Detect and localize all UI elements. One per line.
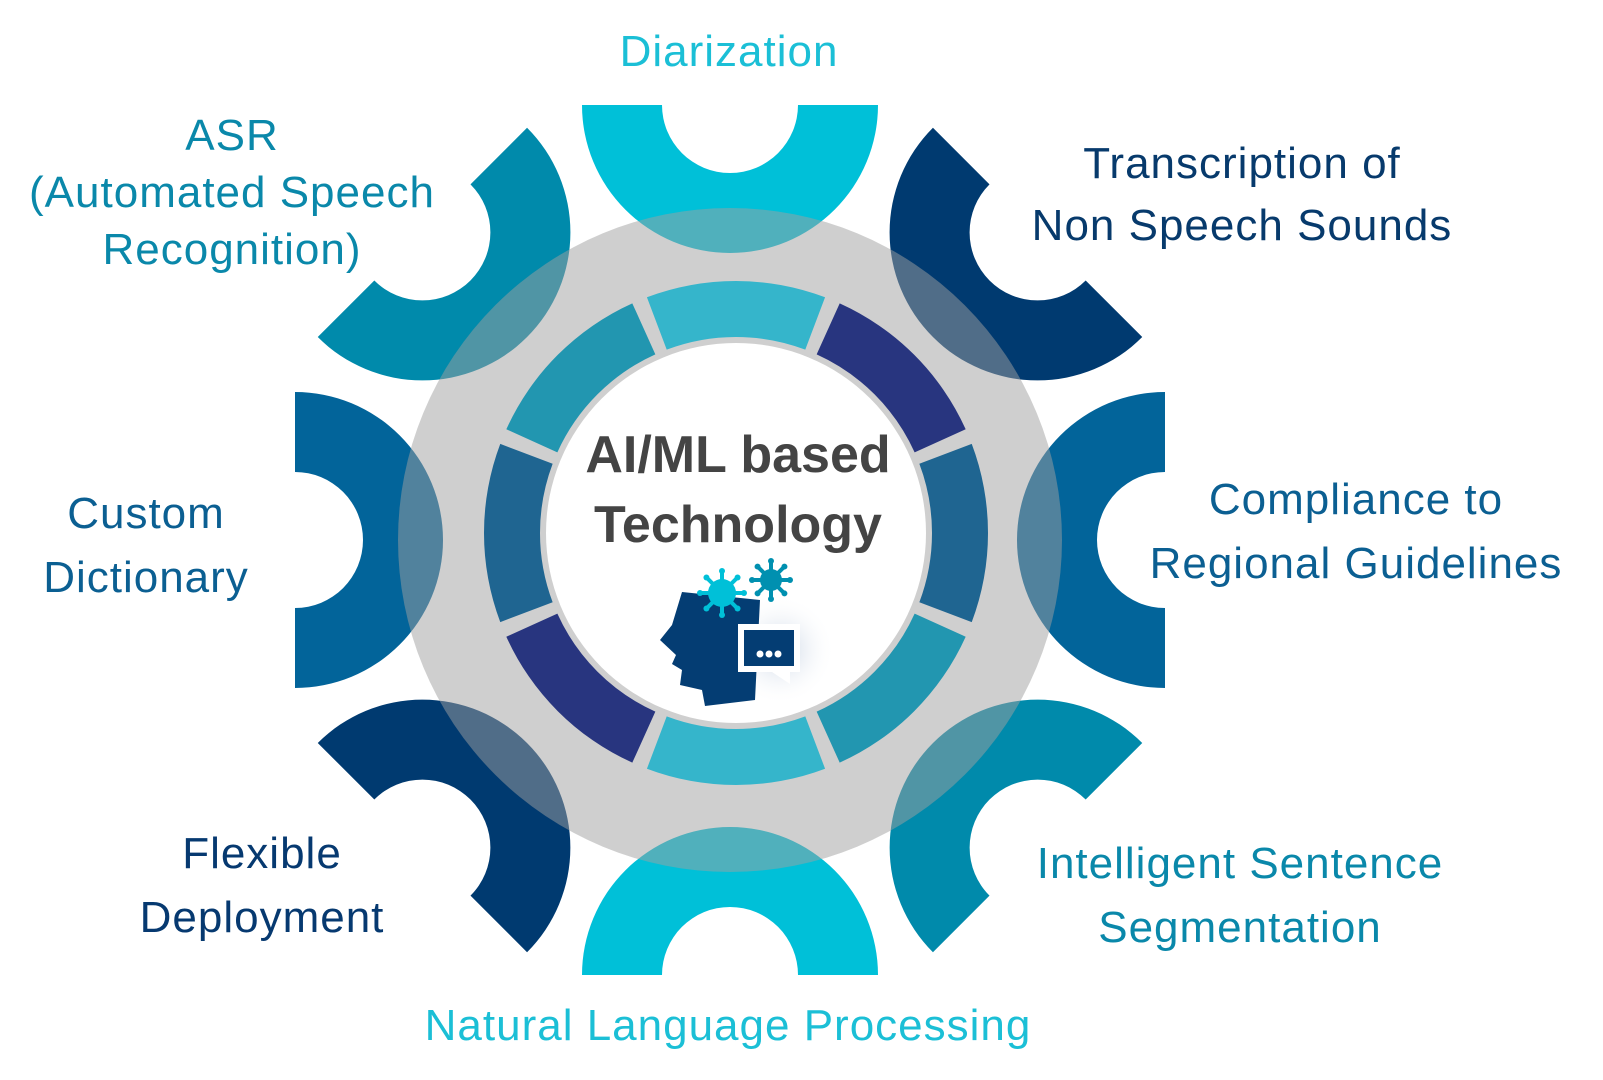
label-compliance: Regional Guidelines (1150, 539, 1563, 588)
label-segmentation: Segmentation (1098, 903, 1382, 952)
ring-segment (646, 281, 826, 350)
gear-icon (749, 558, 793, 602)
label-nlp: Natural Language Processing (425, 1001, 1032, 1050)
label-deployment: Flexible (182, 829, 342, 878)
ring-segment (646, 716, 826, 785)
center-title-line1: AI/ML based (585, 426, 890, 484)
ring-segment (506, 303, 656, 453)
label-transcription: Transcription of (1083, 139, 1401, 188)
gear-icon (697, 568, 747, 618)
center-circle (546, 343, 926, 723)
arc-compliance (1017, 392, 1165, 688)
label-deployment: Deployment (140, 893, 385, 942)
arc-diarization (582, 105, 878, 253)
ring-segment (506, 613, 656, 763)
label-compliance: Compliance to (1209, 475, 1503, 524)
label-asr: (Automated Speech (29, 168, 435, 217)
label-diarization: Diarization (620, 27, 839, 76)
arc-nlp (582, 827, 878, 975)
ring-segment (919, 443, 989, 623)
label-asr: ASR (185, 111, 278, 160)
ai-head-icon (660, 558, 835, 706)
label-dictionary: Dictionary (43, 553, 249, 602)
label-asr: Recognition) (102, 225, 361, 274)
inner-segment-ring (484, 281, 989, 785)
label-dictionary: Custom (67, 489, 225, 538)
center-title-line2: Technology (594, 496, 882, 554)
arc-dictionary (295, 392, 443, 688)
ring-segment (816, 303, 966, 453)
ring-segment (816, 613, 966, 763)
label-transcription: Non Speech Sounds (1032, 201, 1453, 250)
label-segmentation: Intelligent Sentence (1037, 839, 1444, 888)
ring-segment (484, 443, 553, 623)
